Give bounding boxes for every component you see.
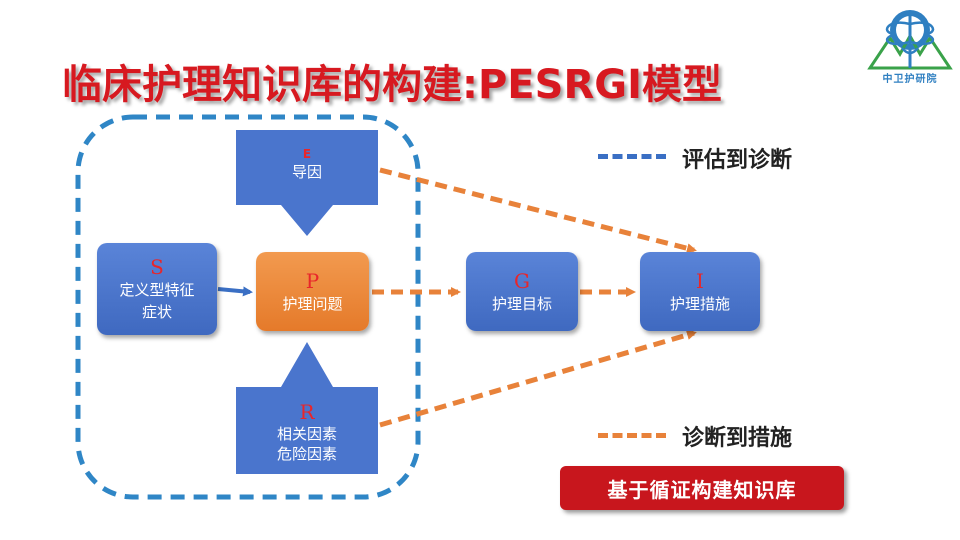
logo-text: 中卫护研院 [882,74,938,85]
legend-blue-label: 评估到诊断 [682,148,793,173]
legend-blue-line [598,154,666,159]
node-r-label-1: 相关因素 [276,425,337,443]
node-i-letter: I [696,268,704,293]
logo: 中卫护研院 [866,8,954,86]
node-g-label: 护理目标 [491,294,552,313]
node-r-letter: R [299,400,315,424]
node-i: I 护理措施 [640,252,760,331]
node-s-label-1: 定义型特征 [119,281,195,299]
node-e-letter: E [302,147,312,161]
legend-orange-label: 诊断到措施 [682,426,793,451]
e-arrow-shape [236,130,378,236]
node-p: P 护理问题 [256,252,369,331]
node-e-label: 导因 [291,163,322,181]
node-r-label-2: 危险因素 [276,445,337,463]
node-i-label: 护理措施 [669,294,730,313]
s-to-p-arrow [217,286,253,297]
node-r: R 相关因素 危险因素 [236,400,378,464]
e-to-i-arrow [379,167,697,254]
legend-orange-line [598,433,666,438]
node-g-letter: G [514,268,530,293]
evidence-kb-button[interactable]: 基于循证构建知识库 [560,466,844,510]
assessment-region-outline [75,114,421,500]
node-s: S 定义型特征 症状 [97,243,217,335]
node-e: E 导因 [236,146,378,182]
caduceus-logo-icon [867,10,953,70]
node-p-label: 护理问题 [282,294,343,313]
node-g: G 护理目标 [466,252,578,331]
node-s-letter: S [150,255,164,279]
r-to-i-arrow [379,330,697,428]
r-arrow-shape [236,342,378,474]
node-s-label-2: 症状 [141,303,172,321]
page-title: 临床护理知识库的构建:PESRGI模型 [62,62,722,108]
node-p-letter: P [305,268,320,293]
